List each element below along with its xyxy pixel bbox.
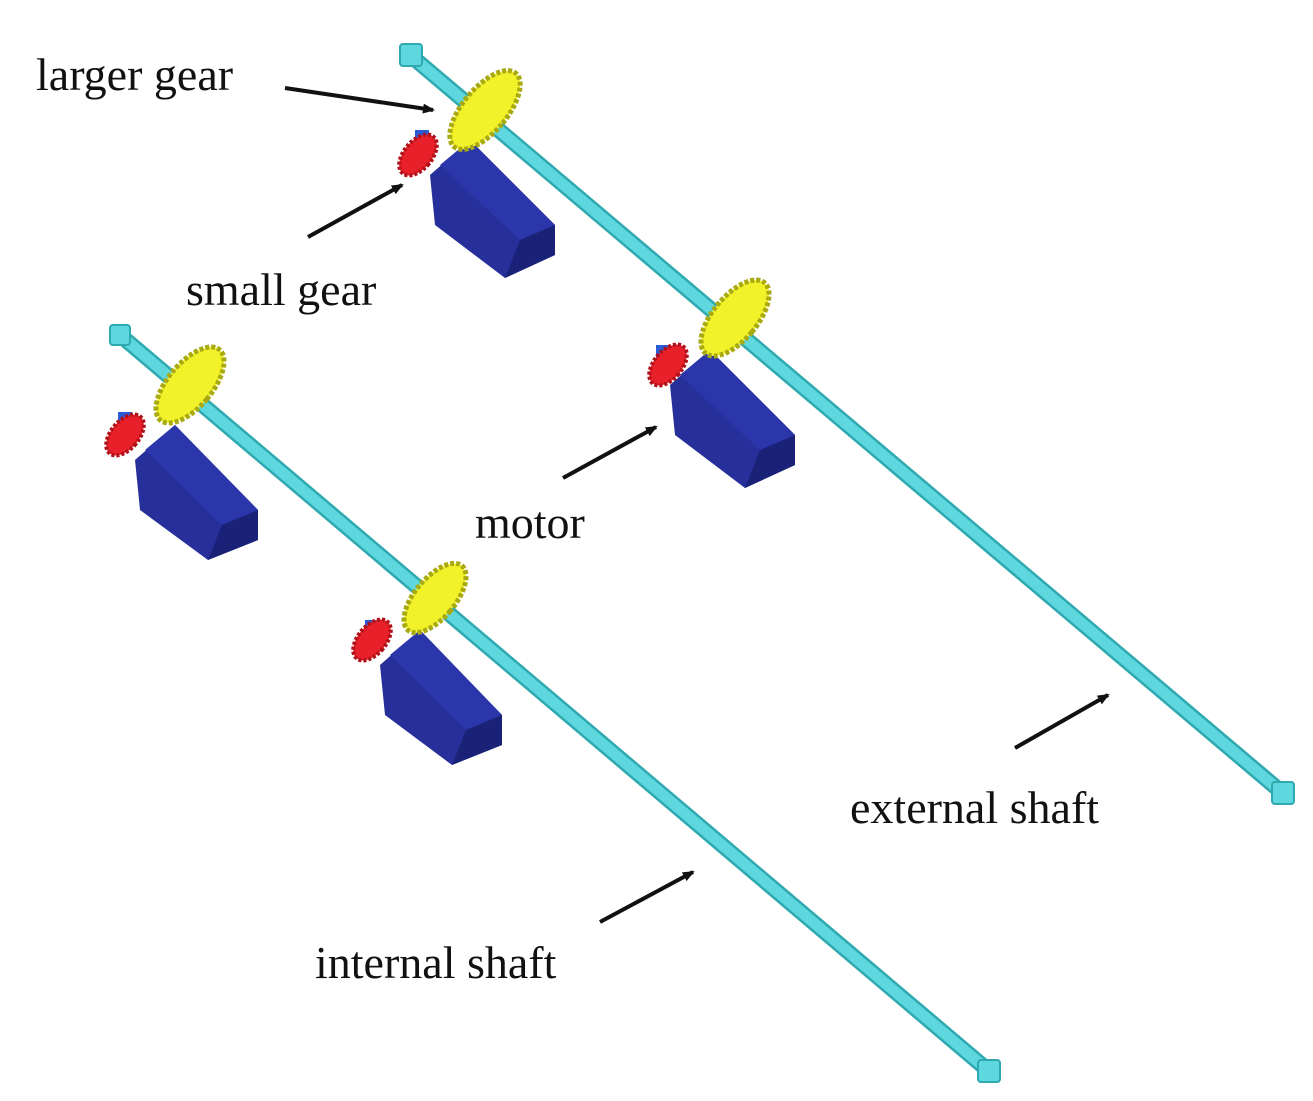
small-gear [351,617,393,663]
motor [135,425,258,560]
label-larger-gear: larger gear [36,49,233,100]
label-external-shaft: external shaft [850,782,1099,833]
motor-assembly-external-upper [397,68,555,278]
label-motor: motor [475,497,585,548]
small-gear [647,342,689,388]
motor-assembly-internal-upper [104,344,258,560]
motor [380,630,502,765]
arrow-small-gear [307,183,404,239]
motor-assembly-external-lower [647,277,795,488]
arrow-external-shaft [1014,693,1110,750]
motor [430,140,555,278]
large-gear [447,68,523,152]
arrow-internal-shaft [599,870,695,924]
small-gear [397,132,439,178]
large-gear [153,344,227,426]
label-internal-shaft: internal shaft [315,937,557,988]
small-gear [104,412,146,458]
motor [670,350,795,488]
large-gear [698,277,772,359]
large-gear [401,560,469,636]
internal-shaft [109,324,1001,1083]
label-small-gear: small gear [186,264,376,315]
arrow-motor [562,425,658,480]
external-shaft [399,43,1295,805]
arrow-larger-gear [284,86,435,114]
motor-assembly-internal-lower [351,560,502,765]
